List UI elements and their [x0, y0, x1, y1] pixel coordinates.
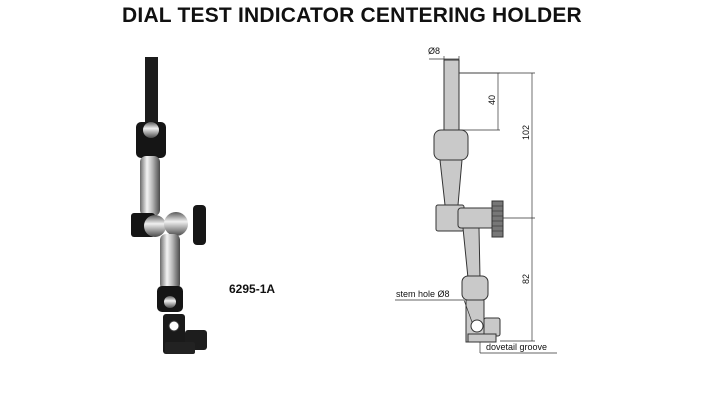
dovetail-label: dovetail groove [486, 342, 547, 352]
dimension-102: 102 [521, 125, 531, 140]
photo-bottom-foot [165, 342, 195, 354]
drawing-knob [491, 200, 504, 238]
photo-center-ball-2 [164, 212, 188, 236]
drawing-rod [443, 59, 460, 133]
drawing-center-joint [457, 207, 495, 229]
diameter-label: Ø8 [428, 46, 440, 56]
photo-rod [145, 57, 158, 127]
drawing-lower-arm [462, 227, 481, 279]
photo-center-ball [144, 215, 166, 237]
drawing-upper-arm [439, 159, 463, 206]
stem-hole-label: stem hole Ø8 [396, 289, 450, 299]
photo-upper-ball [143, 122, 159, 138]
photo-lower-arm [160, 234, 180, 290]
page-title: DIAL TEST INDICATOR CENTERING HOLDER [122, 4, 582, 27]
drawing-upper-clamp [433, 129, 469, 161]
drawing-dovetail-base [467, 333, 497, 343]
drawing-stem-hole [470, 319, 484, 333]
drawing-bottom-screw [483, 317, 501, 337]
dimension-82: 82 [521, 274, 531, 284]
photo-stem-hole [168, 320, 180, 332]
model-number: 6295-1A [229, 282, 276, 296]
dimension-40: 40 [487, 95, 497, 105]
drawing-lower-clamp [461, 275, 489, 301]
photo-lower-ball [164, 296, 176, 308]
photo-knob [193, 205, 206, 245]
photo-upper-arm [140, 156, 160, 216]
